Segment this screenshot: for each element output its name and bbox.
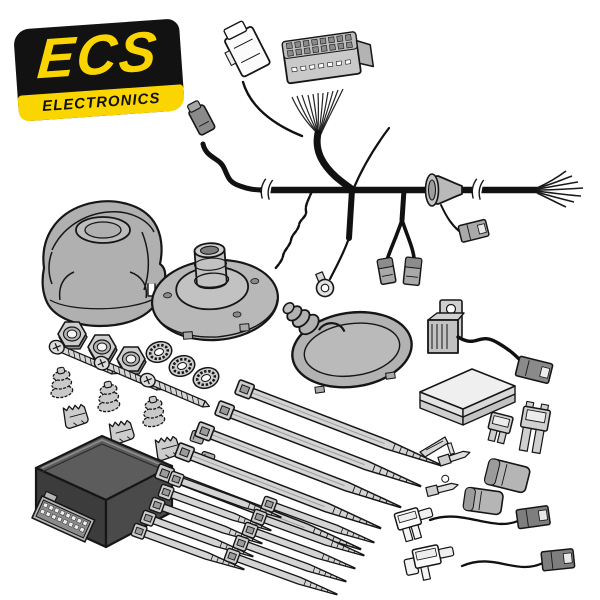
harness-down-stub	[346, 187, 355, 241]
twisted-cord	[273, 189, 314, 271]
rubber-boot-gasket	[282, 302, 413, 394]
fir-tree-clip	[45, 365, 75, 401]
7-pin-socket-housing	[41, 200, 167, 328]
crimp-terminal	[425, 474, 459, 498]
module-connector	[31, 490, 96, 543]
harness-wire-fan	[291, 88, 344, 135]
white-connector-wire	[241, 80, 304, 138]
firewall-grommet	[424, 173, 463, 207]
adhesive-foam-pad	[419, 368, 516, 426]
fork-stem	[399, 187, 407, 223]
ecs-logo: ECS ELECTRONICS	[12, 18, 186, 122]
harness-thin-branch	[351, 126, 391, 192]
wedge-tool	[419, 436, 449, 458]
fir-tree-clip	[137, 394, 167, 430]
harness-wire-ends	[536, 170, 584, 208]
lock-washer	[142, 337, 176, 367]
connector-cover	[462, 486, 504, 516]
fuse-tap-lead	[393, 505, 551, 543]
buzzer-with-bracket	[427, 299, 554, 385]
control-module	[31, 434, 174, 549]
branch-connector	[402, 256, 423, 287]
fork-branches	[385, 218, 416, 262]
branch-connector	[514, 355, 554, 385]
branch-connector	[376, 256, 397, 286]
serrated-clamp	[62, 403, 90, 430]
socket-mounting-plate	[150, 242, 280, 342]
small-plug-connector	[187, 100, 216, 136]
grommet-branch-wire	[440, 204, 460, 232]
connector-cover	[483, 458, 531, 494]
wiring-harness	[187, 20, 584, 299]
fir-tree-clip	[92, 379, 122, 415]
lock-washer	[189, 363, 223, 393]
ecs-logo-brand: ECS	[35, 18, 161, 91]
white-8pin-connector	[223, 20, 271, 78]
fastener-set	[45, 321, 223, 466]
branch-connector	[457, 218, 490, 243]
standard-blade-fuse	[518, 400, 552, 455]
harness-bundle-cable	[313, 129, 357, 194]
mini-blade-fuse	[487, 411, 514, 445]
ring-terminal-wire	[328, 236, 351, 281]
cable-break-mark	[259, 177, 274, 201]
crimp-terminal	[437, 442, 471, 467]
lock-washer	[165, 351, 199, 381]
ring-terminal	[315, 271, 335, 298]
main-16pin-connector	[281, 31, 375, 85]
cable-break-mark	[470, 177, 485, 201]
fuse-tap-lead	[403, 544, 576, 581]
harness-left-cable	[200, 141, 267, 193]
